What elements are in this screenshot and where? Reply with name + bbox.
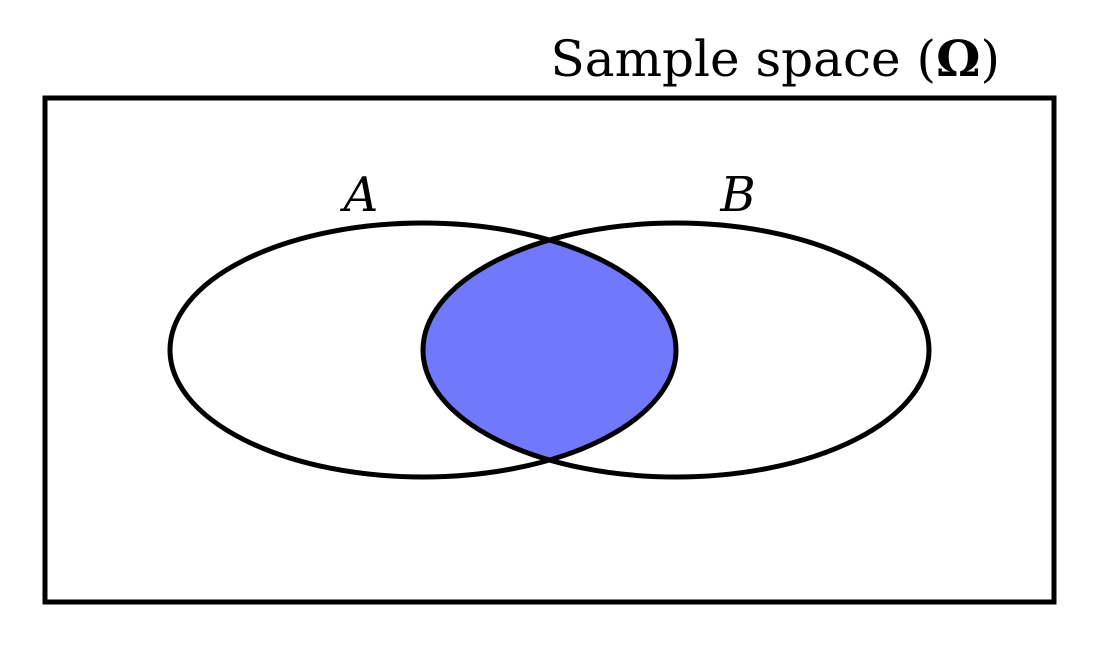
set-a-label: A (340, 167, 379, 223)
set-a-ellipse (167, 220, 679, 480)
title-prefix: Sample space ( (551, 30, 936, 88)
intersection-region (423, 223, 676, 477)
sample-space-title: Sample space (Ω) (551, 29, 1000, 88)
sample-space-rectangle (42, 95, 1057, 605)
title-suffix: ) (980, 30, 1000, 88)
set-b-ellipse (420, 220, 932, 480)
set-b-label: B (719, 167, 755, 223)
omega-symbol: Ω (936, 29, 981, 88)
